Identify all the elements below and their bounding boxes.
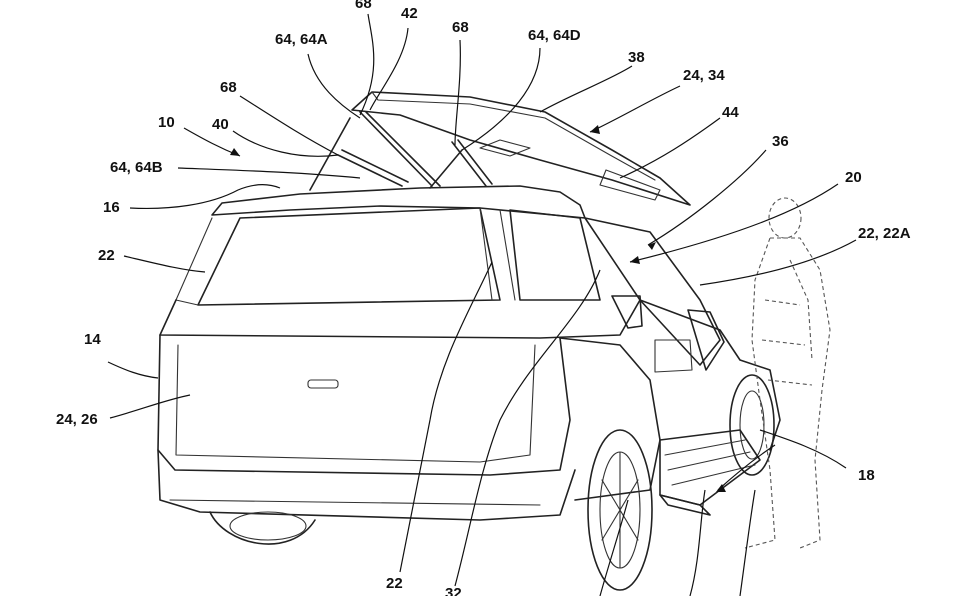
vehicle-body [157, 207, 781, 591]
person-outline [744, 197, 831, 549]
label-32: 32 [445, 585, 462, 596]
label-36: 36 [772, 133, 789, 150]
label-22-left: 22 [98, 247, 115, 264]
label-68-left: 68 [220, 79, 237, 96]
label-22-22a: 22, 22A [858, 225, 911, 242]
label-64-64d: 64, 64D [528, 27, 581, 44]
label-10: 10 [158, 114, 175, 131]
roof-edge [211, 185, 586, 219]
label-68-mid: 68 [452, 19, 469, 36]
label-64-64b: 64, 64B [110, 159, 163, 176]
label-44: 44 [722, 104, 739, 121]
label-24-34: 24, 34 [683, 67, 725, 84]
label-20: 20 [845, 169, 862, 186]
label-68-top: 68 [355, 0, 372, 12]
label-14: 14 [84, 331, 101, 348]
label-40: 40 [212, 116, 229, 133]
leader-lines [107, 13, 857, 596]
label-18: 18 [858, 467, 875, 484]
reference-labels: 68 42 64, 64A 68 64, 64D 38 24, 34 68 44… [56, 0, 911, 596]
label-64-64a: 64, 64A [275, 31, 328, 48]
label-38: 38 [628, 49, 645, 66]
label-24-26: 24, 26 [56, 411, 98, 428]
label-22-bottom: 22 [386, 575, 403, 592]
label-42: 42 [401, 5, 418, 22]
label-16: 16 [103, 199, 120, 216]
step-platform [659, 429, 761, 516]
struts [309, 111, 493, 191]
